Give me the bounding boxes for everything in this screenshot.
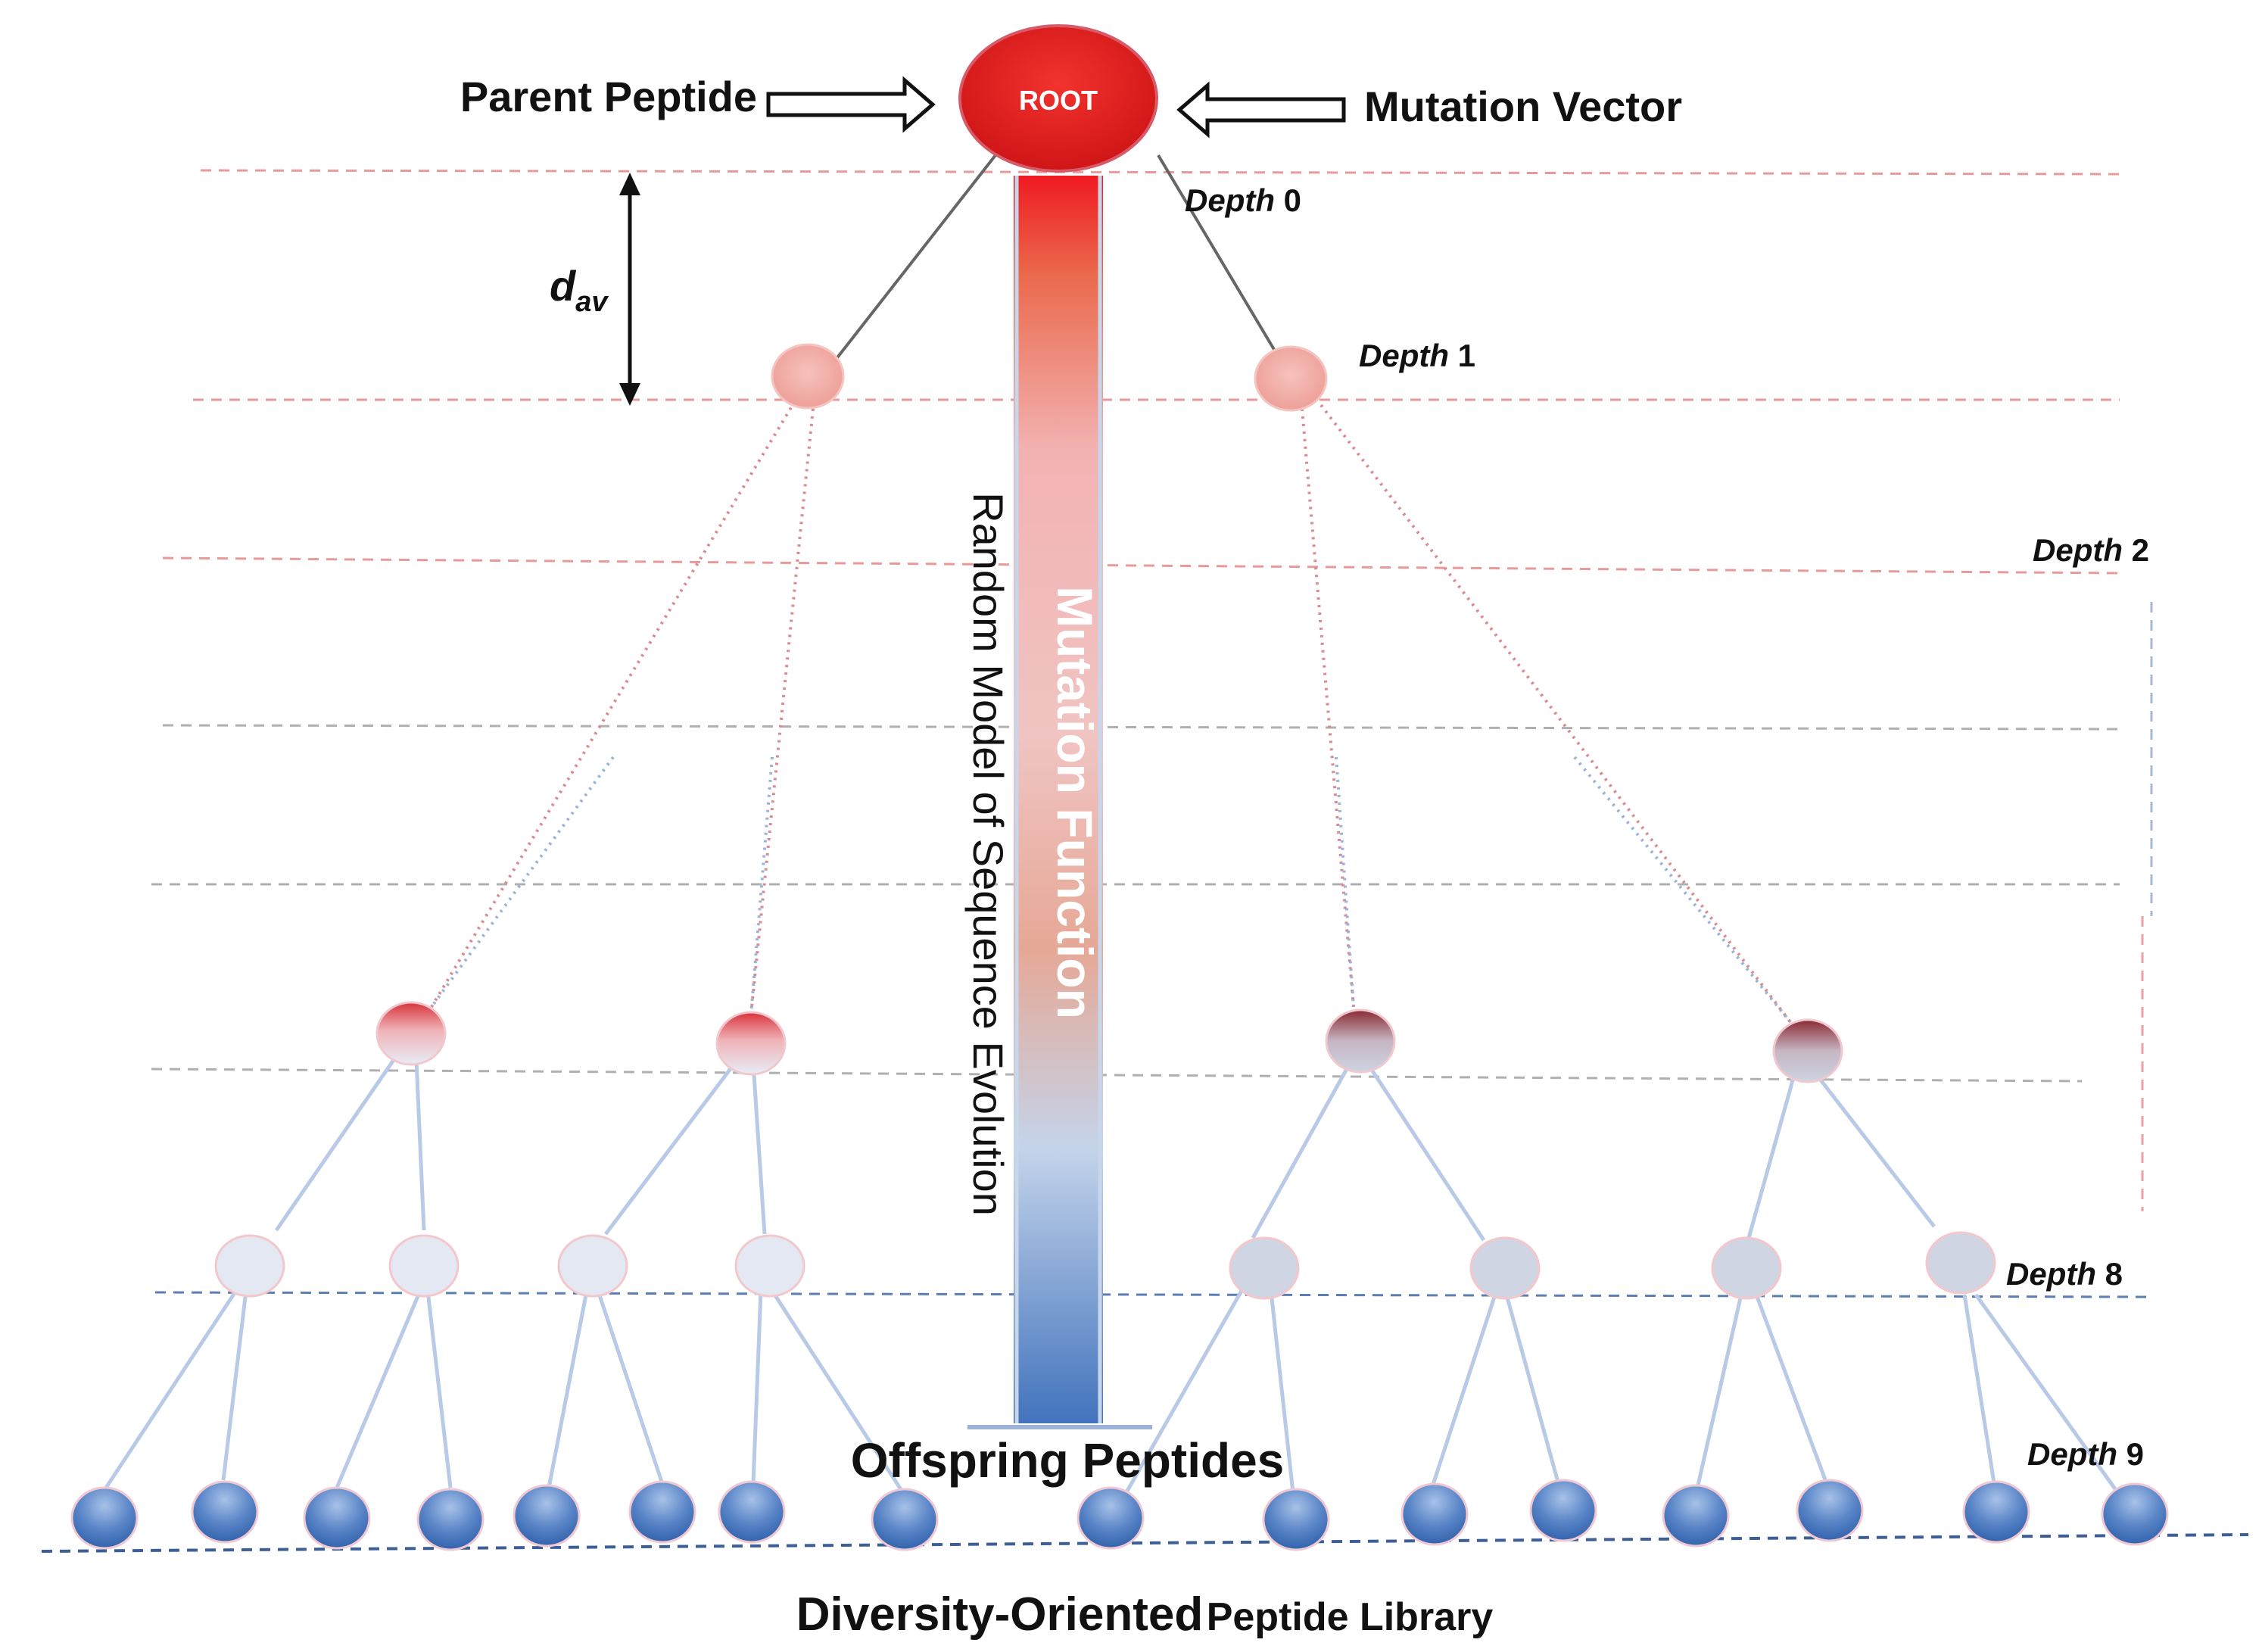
tree-node	[1229, 1236, 1300, 1300]
average-distance-label: dav	[550, 262, 609, 318]
tree-node	[1711, 1236, 1782, 1300]
depth9-leaves	[70, 1479, 2169, 1551]
level-line-depth0	[200, 169, 2120, 176]
mutation-function-bar: Mutation Function	[967, 176, 1152, 1429]
leaf-node	[2101, 1482, 2169, 1546]
level-line-depth9	[41, 1533, 2249, 1553]
mutation-vector-arrow	[1176, 81, 1346, 139]
tree-node	[375, 1001, 447, 1066]
tree-node	[388, 1234, 460, 1298]
mutation-vector-label: Mutation Vector	[1364, 83, 1682, 130]
random-model-label: Random Model of Sequence Evolution	[964, 492, 1012, 1216]
level-line-depth2	[162, 556, 2120, 575]
leaf-node	[628, 1480, 696, 1544]
depth7-nodes	[375, 1001, 1843, 1083]
depth8-nodes	[214, 1231, 1996, 1300]
tree-node	[1254, 345, 1328, 412]
level8-edges	[104, 1286, 2122, 1507]
depth-label-1: Depth 1	[1359, 338, 1475, 373]
library-caption: Diversity-Oriented Peptide Library	[796, 1588, 1494, 1641]
tree-node	[771, 343, 845, 410]
leaf-node	[70, 1486, 139, 1550]
leaf-node	[718, 1480, 786, 1544]
parent-peptide-arrow	[766, 76, 936, 133]
mutation-function-label: Mutation Function	[1047, 586, 1103, 1019]
root-node: ROOT	[958, 24, 1158, 173]
root-label: ROOT	[1019, 85, 1098, 116]
leaf-node	[1262, 1488, 1330, 1551]
depth-label-9: Depth 9	[2027, 1436, 2144, 1472]
leaf-node	[1796, 1479, 1864, 1542]
level-line-depth8	[154, 1291, 2151, 1298]
leaf-node	[191, 1480, 259, 1544]
tree-node	[1469, 1236, 1541, 1300]
depth-range-bracket	[2141, 602, 2153, 1211]
tree-node	[715, 1011, 787, 1076]
tree-node	[1772, 1018, 1843, 1083]
level-line-gray-3	[151, 1068, 2083, 1083]
tree-node	[557, 1234, 628, 1298]
dotted-edges	[430, 400, 1792, 1024]
tree-node	[734, 1234, 805, 1298]
leaf-node	[1401, 1482, 1469, 1546]
leaf-node	[1962, 1480, 2030, 1544]
leaf-node	[303, 1486, 371, 1550]
leaf-node	[1529, 1479, 1597, 1542]
depth-label-8: Depth 8	[2006, 1256, 2123, 1292]
tree-node	[214, 1234, 285, 1298]
level7-edges	[274, 1058, 1936, 1242]
depth-label-2: Depth 2	[2033, 532, 2149, 568]
leaf-node	[871, 1488, 939, 1551]
leaf-node	[1076, 1486, 1145, 1550]
depth1-nodes	[771, 343, 1328, 412]
level-lines	[41, 169, 2249, 1553]
mutation-bar-fill	[1014, 176, 1103, 1423]
tree-node	[1325, 1008, 1396, 1074]
average-distance-arrow	[619, 173, 640, 406]
offspring-peptides-label: Offspring Peptides	[851, 1433, 1285, 1488]
leaf-node	[1662, 1484, 1730, 1548]
leaf-node	[513, 1484, 581, 1548]
parent-peptide-label: Parent Peptide	[460, 73, 757, 120]
leaf-node	[416, 1488, 484, 1551]
level-line-gray-1	[162, 724, 2120, 731]
depth-label-0: Depth 0	[1185, 182, 1301, 218]
tree-node	[1925, 1231, 1996, 1295]
root-edges	[831, 154, 1279, 365]
